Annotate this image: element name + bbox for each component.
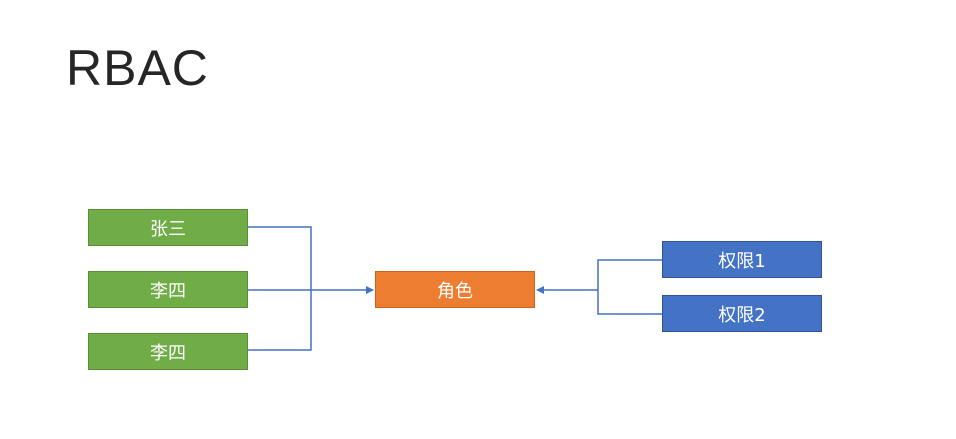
permission-label: 权限2 [718,304,766,326]
role-box: 角色 [375,271,535,308]
user-box-1: 张三 [88,209,248,246]
user-label: 李四 [150,280,186,302]
user-box-2: 李四 [88,271,248,308]
permission-box-1: 权限1 [662,241,822,278]
user-label: 李四 [150,342,186,364]
page-title: RBAC [66,40,209,96]
permission-label: 权限1 [718,250,766,272]
connector-perm-1 [597,259,662,290]
connector-user-1 [248,226,312,290]
connector-perm-2 [597,290,662,315]
connector-user-3 [248,290,312,351]
user-label: 张三 [150,218,186,240]
role-label: 角色 [437,280,473,302]
permission-box-2: 权限2 [662,295,822,332]
user-box-3: 李四 [88,333,248,370]
